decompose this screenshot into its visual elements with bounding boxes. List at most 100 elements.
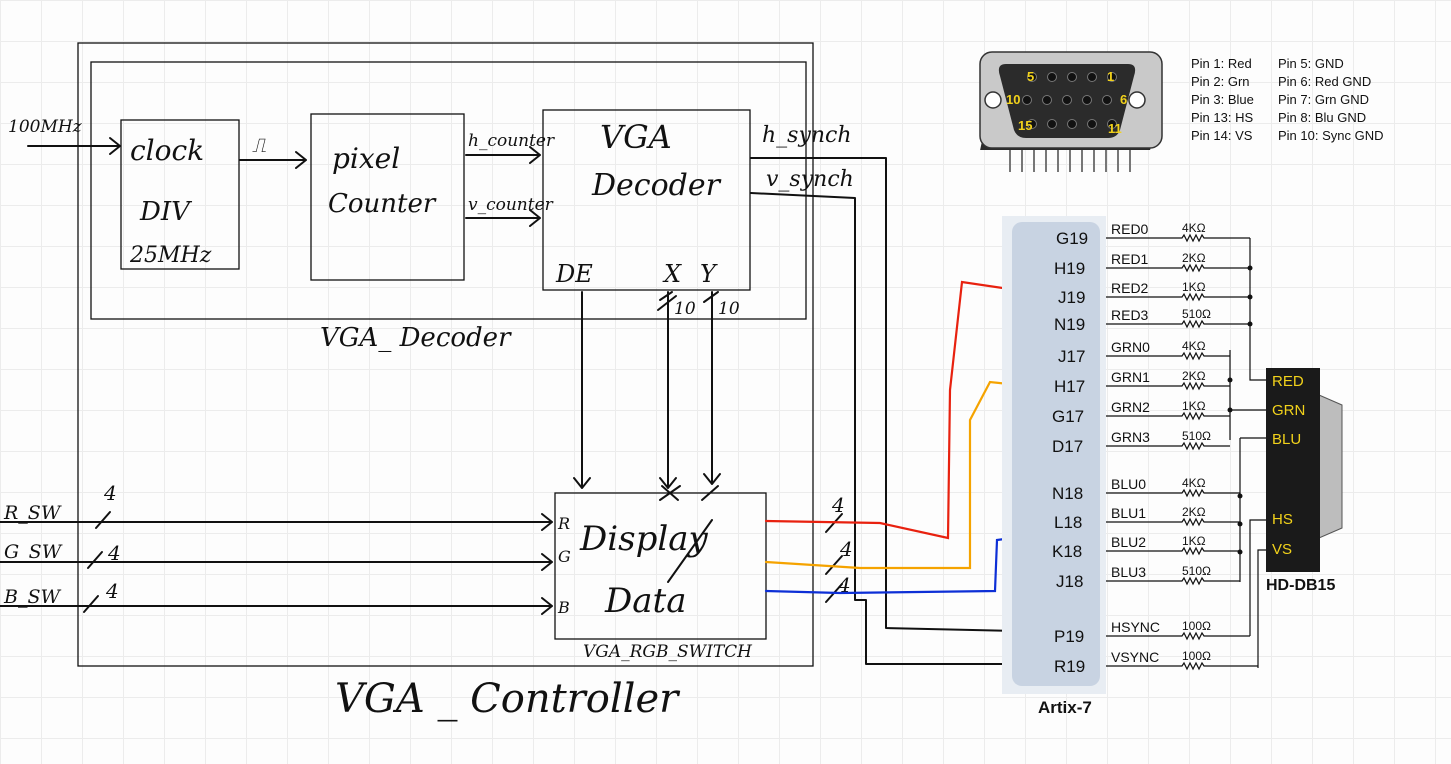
net-grn2: GRN2 1KΩ <box>1106 399 1230 421</box>
net-label-blu0: BLU0 <box>1111 476 1146 492</box>
decoder-title: VGA_ Decoder <box>320 323 512 353</box>
net-wire-grn1 <box>1106 381 1230 391</box>
de-port-label: DE <box>555 260 593 288</box>
b-width-label: 4 <box>105 579 119 603</box>
pinout-legend: Pin 1: Red Pin 2: Grn Pin 3: Blue Pin 13… <box>1191 56 1384 143</box>
con-hs: HS <box>1272 511 1293 528</box>
fpga-pin-g17: G17 <box>1052 407 1084 426</box>
vga-num-11: 11 <box>1108 121 1122 136</box>
net-label-red0: RED0 <box>1111 221 1149 237</box>
net-wire-vsync <box>1106 661 1258 671</box>
x-width-label: 10 <box>674 299 696 319</box>
net-label-grn2: GRN2 <box>1111 399 1150 415</box>
vga-num-15: 15 <box>1018 118 1032 133</box>
con-blu: BLU <box>1272 431 1301 448</box>
net-wire-blu3 <box>1106 576 1240 586</box>
net-blu1: BLU1 2KΩ <box>1106 505 1240 527</box>
net-wire-grn3 <box>1106 441 1230 451</box>
hand-signal-labels: 100MHz ⎍ h_counter v_counter h_synch v_s… <box>3 117 854 608</box>
net-wire-grn2 <box>1106 411 1230 421</box>
r-width-label: 4 <box>103 481 117 505</box>
b-out-width-label: 4 <box>837 573 851 597</box>
res-label-grn3: 510Ω <box>1182 429 1211 443</box>
fpga-pin-p19: P19 <box>1054 627 1084 646</box>
pixel-counter-block: pixel Counter <box>310 113 465 281</box>
clk-out-label: ⎍ <box>252 133 266 157</box>
res-label-blu1: 2KΩ <box>1182 505 1206 519</box>
y-width-label: 10 <box>718 299 740 319</box>
fpga-pin-j19: J19 <box>1058 288 1085 307</box>
bus-dots <box>1227 265 1253 555</box>
r-out-width-label: 4 <box>831 493 845 517</box>
pinout-right-4: Pin 10: Sync GND <box>1278 128 1384 143</box>
fpga-pin-n19: N19 <box>1054 315 1085 334</box>
h-counter-label: h_counter <box>468 131 555 151</box>
fpga-pin-k18: K18 <box>1052 542 1082 561</box>
fpga-pin-h17: H17 <box>1054 377 1085 396</box>
pinout-right-3: Pin 8: Blu GND <box>1278 110 1366 125</box>
pinout-left-3: Pin 13: HS <box>1191 110 1253 125</box>
fpga-pin-list: G19H19J19N19J17H17G17D17N18L18K18J18P19R… <box>1052 229 1088 676</box>
decoder-block <box>90 61 807 320</box>
clk-in-label: 100MHz <box>8 117 83 137</box>
res-label-red1: 2KΩ <box>1182 251 1206 265</box>
display-data-block: Display Data VGA_RGB_SWITCH R G B <box>554 492 767 662</box>
con-vs: VS <box>1272 541 1292 558</box>
port-r-label: R <box>557 514 570 533</box>
g-out-width-label: 4 <box>839 537 853 561</box>
res-label-vsync: 100Ω <box>1182 649 1211 663</box>
pixel-counter-label-2: Counter <box>328 189 437 219</box>
net-label-blu1: BLU1 <box>1111 505 1146 521</box>
y-port-label: Y <box>700 260 718 288</box>
net-label-red1: RED1 <box>1111 251 1149 267</box>
vga-decoder-block: VGA Decoder DE X Y <box>542 109 751 291</box>
net-blu0: BLU0 4KΩ <box>1106 476 1240 498</box>
v-counter-label: v_counter <box>468 195 554 215</box>
net-wire-blu2 <box>1106 546 1240 556</box>
vga-num-6: 6 <box>1120 92 1127 107</box>
net-red3: RED3 510Ω <box>1106 307 1250 329</box>
display-data-label-2: Data <box>604 581 686 621</box>
fpga-chip: Artix-7 G19H19J19N19J17H17G17D17N18L18K1… <box>1002 216 1106 717</box>
vga-rgb-switch-label: VGA_RGB_SWITCH <box>583 642 753 662</box>
r-sw-label: R_SW <box>3 502 62 524</box>
fpga-pin-d17: D17 <box>1052 437 1083 456</box>
res-label-grn1: 2KΩ <box>1182 369 1206 383</box>
res-label-grn2: 1KΩ <box>1182 399 1206 413</box>
net-wire-blu1 <box>1106 517 1240 527</box>
g-sw-label: G_SW <box>4 541 63 563</box>
pinout-right-0: Pin 5: GND <box>1278 56 1344 71</box>
v-synch-label: v_synch <box>766 167 854 192</box>
pinout-left-1: Pin 2: Grn <box>1191 74 1250 89</box>
fpga-pin-g19: G19 <box>1056 229 1088 248</box>
res-label-grn0: 4KΩ <box>1182 339 1206 353</box>
port-b-label: B <box>557 598 570 617</box>
g-width-label: 4 <box>107 541 121 565</box>
fpga-pin-n18: N18 <box>1052 484 1083 503</box>
net-wire-red1 <box>1106 263 1250 273</box>
pinout-left-2: Pin 3: Blue <box>1191 92 1254 107</box>
net-wire-blu0 <box>1106 488 1240 498</box>
fpga-name: Artix-7 <box>1038 698 1092 717</box>
net-wire-red2 <box>1106 292 1250 302</box>
net-label-blu3: BLU3 <box>1111 564 1146 580</box>
vga-num-5: 5 <box>1027 69 1034 84</box>
h-synch-label: h_synch <box>762 123 852 148</box>
net-wire-grn0 <box>1106 351 1230 361</box>
pinout-left-0: Pin 1: Red <box>1191 56 1252 71</box>
connector-name: HD-DB15 <box>1266 577 1335 594</box>
net-label-red3: RED3 <box>1111 307 1149 323</box>
net-label-blu2: BLU2 <box>1111 534 1146 550</box>
fpga-pin-j18: J18 <box>1056 572 1083 591</box>
b-sw-label: B_SW <box>3 586 61 608</box>
res-label-red3: 510Ω <box>1182 307 1211 321</box>
res-label-blu0: 4KΩ <box>1182 476 1206 490</box>
net-label-grn1: GRN1 <box>1111 369 1150 385</box>
fpga-pin-h19: H19 <box>1054 259 1085 278</box>
pixel-counter-label-1: pixel <box>332 142 400 175</box>
